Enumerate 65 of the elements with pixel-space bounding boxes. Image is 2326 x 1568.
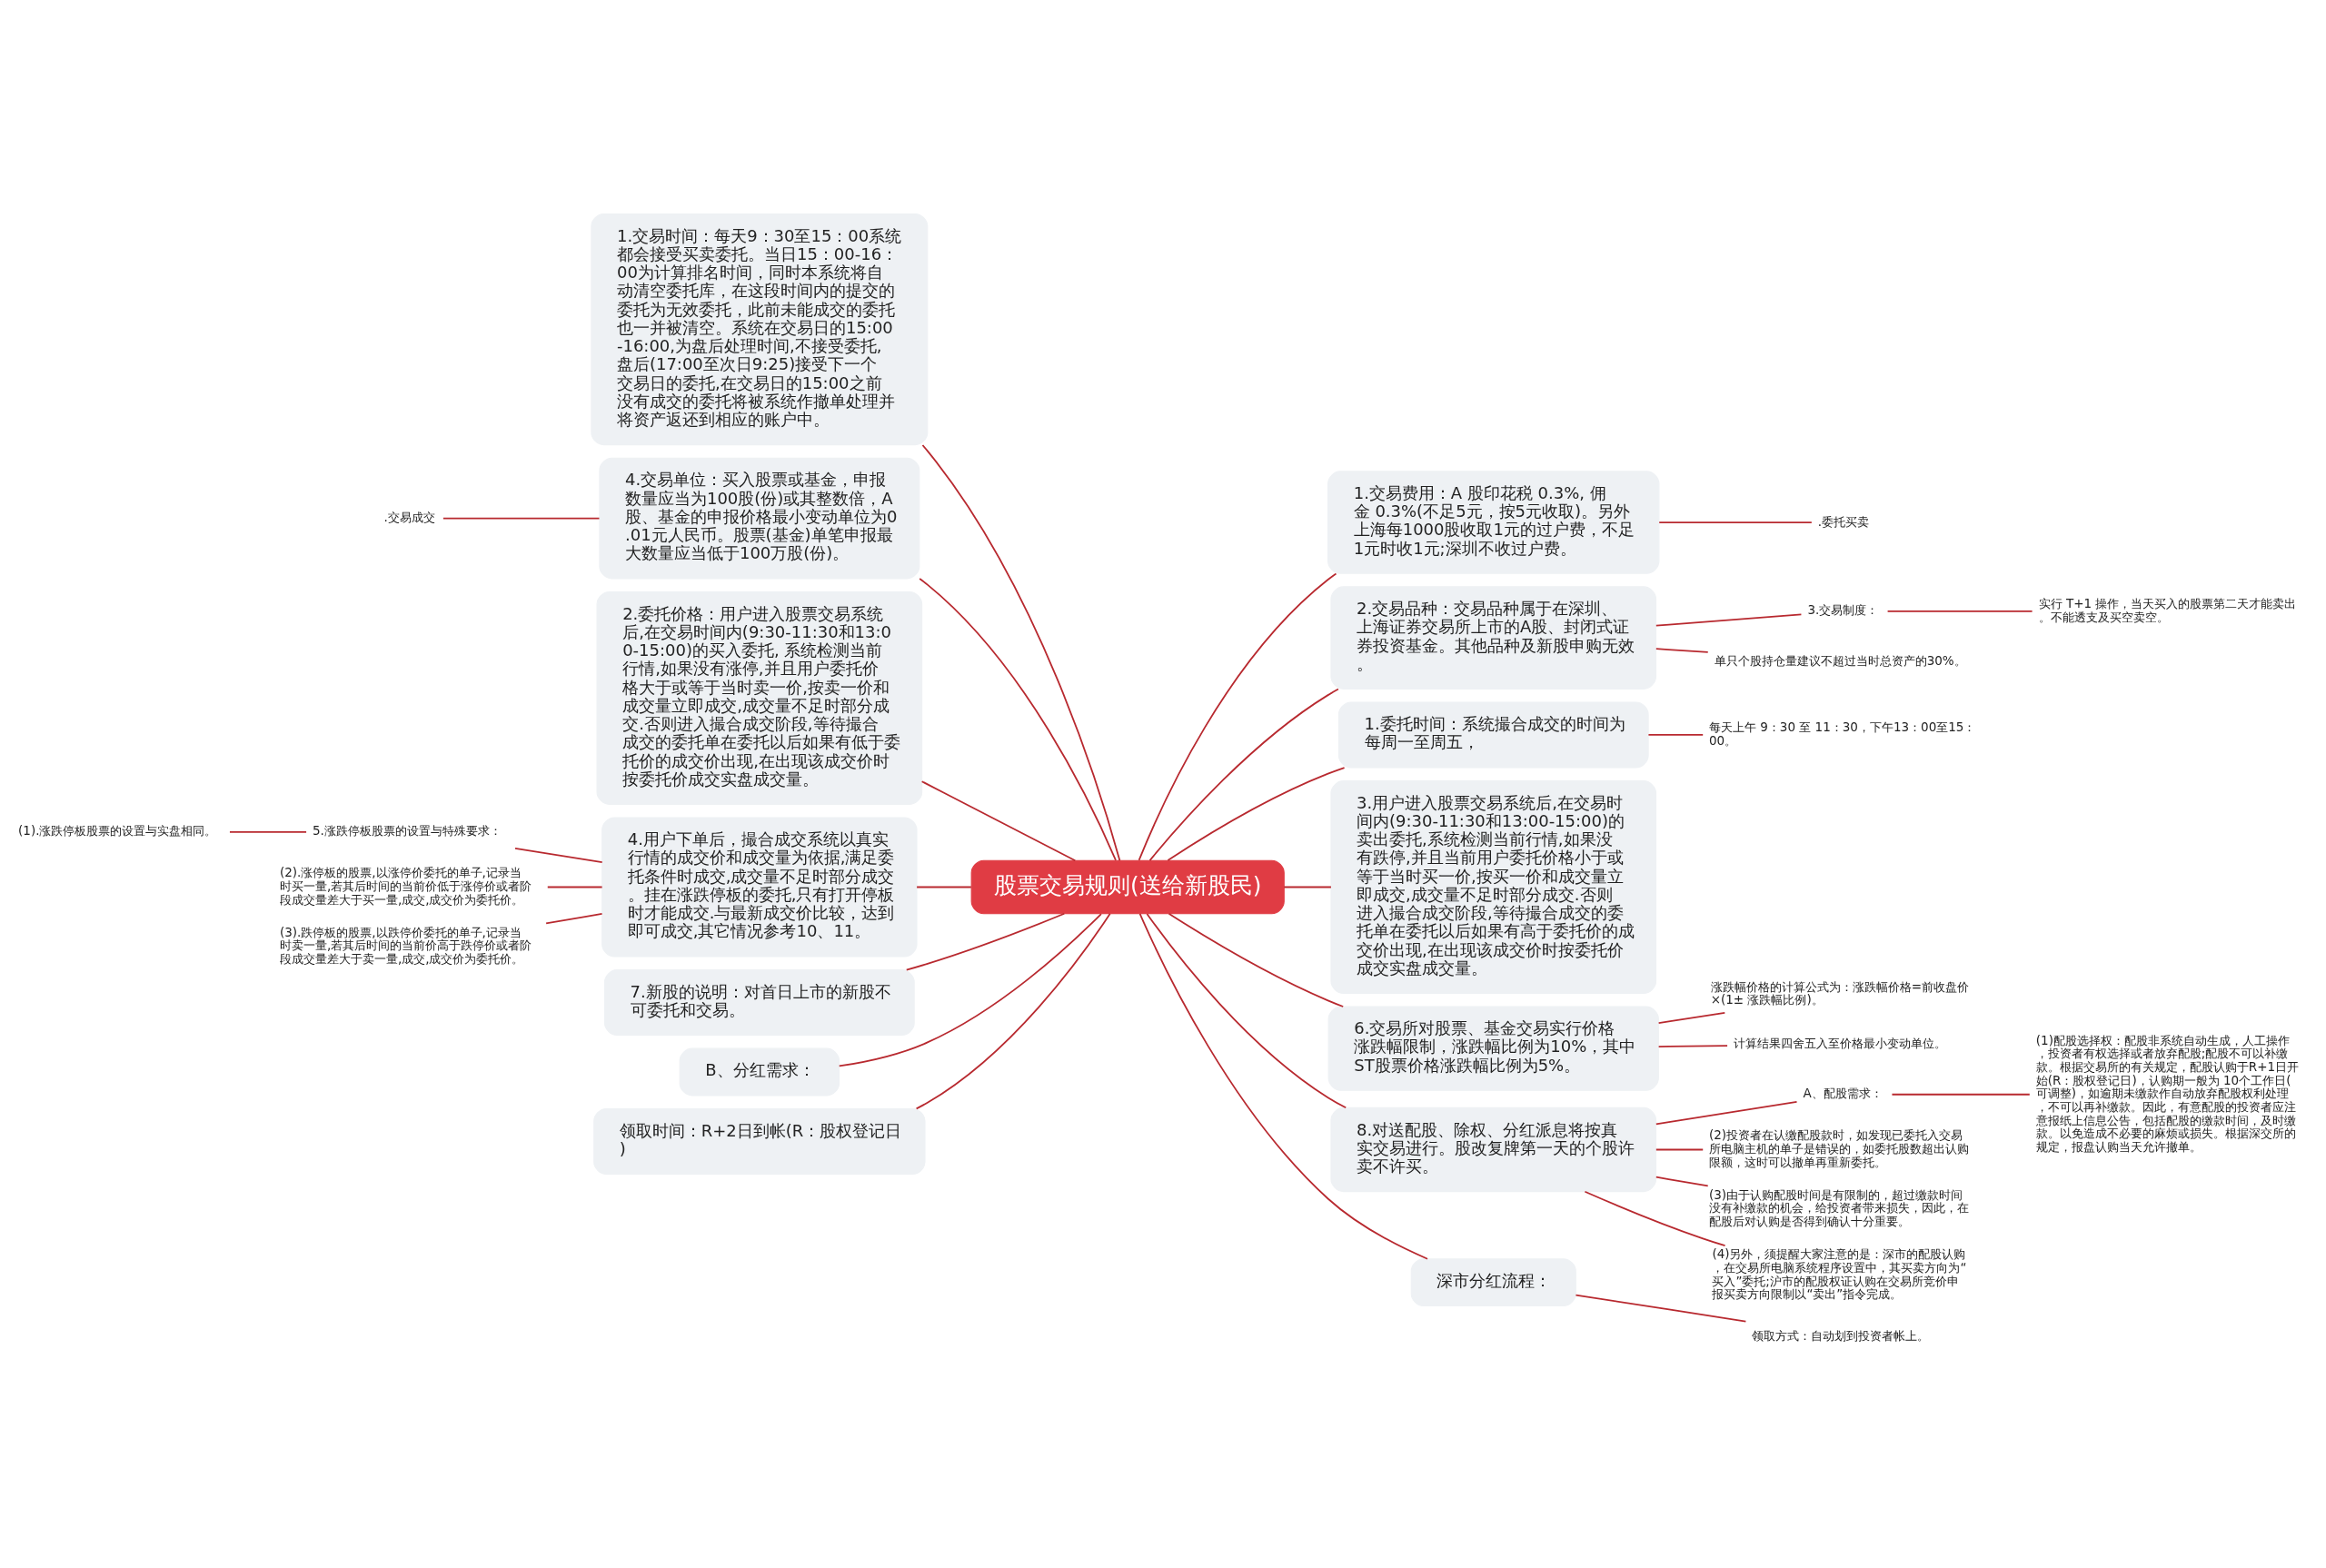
node-text: .委托买卖 <box>1817 513 1870 529</box>
node-box: 股票交易规则(送给新股民) <box>970 859 1285 914</box>
node-box: 8.对送配股、除权、分红派息将按真实交易进行。股改复牌第一天的个股许卖不许买。 <box>1330 1107 1657 1192</box>
node-text: 实行 T+1 操作，当天买入的股票第二天才能卖出。不能透支及买空卖空。 <box>2038 595 2297 624</box>
node-text: (2)投资者在认缴配股款时，如发现已委托入交易所电脑主机的单子是错误的，如委托股数超出认购限额，这时可以撤单再重新委托。 <box>1709 1126 1970 1169</box>
node-box: 6.交易所对股票、基金交易实行价格涨跌幅限制，涨跌幅比例为10%，其中ST股票价格涨跌幅比例为5%。 <box>1327 1006 1659 1091</box>
connector <box>1655 1148 1705 1150</box>
connector <box>1655 647 1709 653</box>
node-box: 4.交易单位：买入股票或基金，申报数量应当为100股(份)或其整数倍，A股、基金的申报价格最小变动单位为0.01元人民币。股票(基金)单笔申报最大数量应当低于100万股(份)。 <box>599 457 920 579</box>
connector <box>1657 1011 1726 1024</box>
connector <box>1886 610 2033 612</box>
connector <box>916 886 972 888</box>
connector <box>1647 733 1705 736</box>
node-text: .交易成交 <box>383 509 435 524</box>
node-text: (1).涨跌停板股票的设置与实盘相同。 <box>18 822 217 838</box>
node-text: 5.涨跌停板股票的设置与特殊要求： <box>312 822 502 838</box>
connector <box>1657 1044 1728 1047</box>
node-text: (3).跌停板的股票,以跌停价委托的单子,记录当时卖一量,若其后时间的当前价高于跌停价或者阶段成交量差大于卖一量,成交,成交价为委托价。 <box>279 924 532 966</box>
node-text: A、配股需求： <box>1803 1085 1883 1100</box>
connector <box>1655 1100 1798 1125</box>
connector <box>1138 912 1428 1260</box>
connector <box>1655 1176 1709 1186</box>
connector <box>1575 1294 1747 1322</box>
connector <box>1584 1190 1726 1246</box>
connector <box>545 912 603 924</box>
connector <box>915 912 1111 1109</box>
connector <box>1168 912 1345 1007</box>
node-text: (4)另外，须提醒大家注意的是：深市的配股认购，在交易所电脑系统程序设置中，其买卖方向为“买入”委托;沪市的配股权证认购在交易所竞价申报买卖方向限制以“卖出”指令完成。 <box>1712 1245 1967 1301</box>
connector <box>905 912 1066 970</box>
connector <box>1283 886 1332 888</box>
node-box: 2.交易品种：交易品种属于在深圳、上海证券交易所上市的A股、封闭式证券投资基金。其他品种及新股申购无效。 <box>1330 585 1657 690</box>
node-box: B、分红需求： <box>679 1047 840 1096</box>
connector <box>921 443 1121 861</box>
connector <box>514 847 603 863</box>
node-text: (3)由于认购配股时间是有限制的，超过缴款时间没有补缴款的机会，给投资者带来损失，因此，在配股后对认购是否得到确认十分重要。 <box>1709 1186 1970 1228</box>
node-box: 4.用户下单后，撮合成交系统以真实行情的成交价和成交量为依据,满足委托条件时成交,成交量不足时部分成交。挂在涨跌停板的委托,只有打开停板时才能成交.与最新成交价比较，达到即可成交,其它情况参考10、11。 <box>601 817 918 958</box>
node-text: 单只个股持仓量建议不超过当时总资产的30%。 <box>1714 651 1966 667</box>
connector <box>442 517 601 519</box>
node-box: 1.交易费用：A 股印花税 0.3%, 佣金 0.3%(不足5元，按5元收取)。另外上海每1000股收取1元的过户费，不足1元时收1元;深圳不收过户费。 <box>1327 470 1660 574</box>
connector <box>920 779 1077 861</box>
node-box: 深市分红流程： <box>1410 1257 1576 1306</box>
node-text: 涨跌幅价格的计算公式为：涨跌幅价格=前收盘价×(1± 涨跌幅比例)。 <box>1710 978 1970 1007</box>
node-text: 领取方式：自动划到投资者帐上。 <box>1752 1327 1930 1343</box>
node-text: (1)配股选择权：配股非系统自动生成，人工操作，投资者有权选择或者放弃配股;配股不可以补缴款。根据交易所的有关规定，配股认购于R+1日开始(R：股权登记日)，认购期一般为 10个工作日(可调整)，如逾期未缴款作自动放弃配股权利处理，不可以再补缴款。因此，有意配股的投资者应注意报纸上信息公告，包括配股的缴款时间，及时缴款。以免造成不必要的麻烦或损失。根据深交所的规定，报盘认购当天允许撤单。 <box>2035 1032 2300 1154</box>
node-text: 每天上午 9：30 至 11：30，下午13：00至15：00。 <box>1709 719 1976 748</box>
node-box: 领取时间：R+2日到帐(R：股权登记日) <box>593 1107 926 1175</box>
connector <box>1146 912 1347 1108</box>
connector <box>1167 766 1346 861</box>
connector <box>838 912 1102 1067</box>
node-box: 3.用户进入股票交易系统后,在交易时间内(9:30-11:30和13:00-15:00)的卖出委托,系统检测当前行情,如果没有跌停,并且当前用户委托价格小于或等于当时买一价,按买一价和成交量立即成交,成交量不足时部分成交.否则进入撮合成交阶段,等待撮合成交的委托单在委托以后如果有高于委托价的成交价出现,在出现该成交价时按委托价成交实盘成交量。 <box>1330 779 1657 994</box>
connector <box>229 830 307 833</box>
node-box: 7.新股的说明：对首日上市的新股不可委托和交易。 <box>603 968 915 1036</box>
connector <box>1658 521 1813 523</box>
node-box: 1.委托时间：系统撮合成交的时间为每周一至周五， <box>1337 700 1649 768</box>
node-box: 1.交易时间：每天9：30至15：00系统都会接受买卖委托。当日15：00-16：00为计算排名时间，同时本系统将自动清空委托库，在这段时间内的提交的委托为无效委托，此前未能成交的委托也一并被清空。系统在交易日的15:00-16:00,为盘后处理时间,不接受委托,盘后(17:00至次日9:25)接受下一个交易日的委托,在交易日的15:00之前没有成交的委托将被系统作撤单处理并将资产返还到相应的账户中。 <box>591 213 929 445</box>
node-box: 2.委托价格：用户进入股票交易系统后,在交易时间内(9:30-11:30和13:00-15:00)的买入委托, 系统检测当前行情,如果没有涨停,并且用户委托价格大于或等于当时卖一价,按卖一价和成交量立即成交,成交量不足时部分成交.否则进入撮合成交阶段,等待撮合成交的委托单在委托以后如果有低于委托价的成交价出现,在出现该成交价时按委托价成交实盘成交量。 <box>596 590 923 805</box>
connector <box>1655 613 1803 626</box>
connector <box>1148 688 1339 861</box>
node-text: 3.交易制度： <box>1807 601 1879 617</box>
connector <box>919 577 1117 861</box>
connector <box>546 886 603 888</box>
node-text: (2).涨停板的股票,以涨停价委托的单子,记录当时买一量,若其后时间的当前价低于涨停价或者阶段成交量差大于买一量,成交,成交价为委托价。 <box>279 864 532 907</box>
connector <box>1891 1093 2031 1096</box>
connector <box>1138 572 1337 861</box>
node-text: 计算结果四舍五入至价格最小变动单位。 <box>1734 1035 1946 1050</box>
